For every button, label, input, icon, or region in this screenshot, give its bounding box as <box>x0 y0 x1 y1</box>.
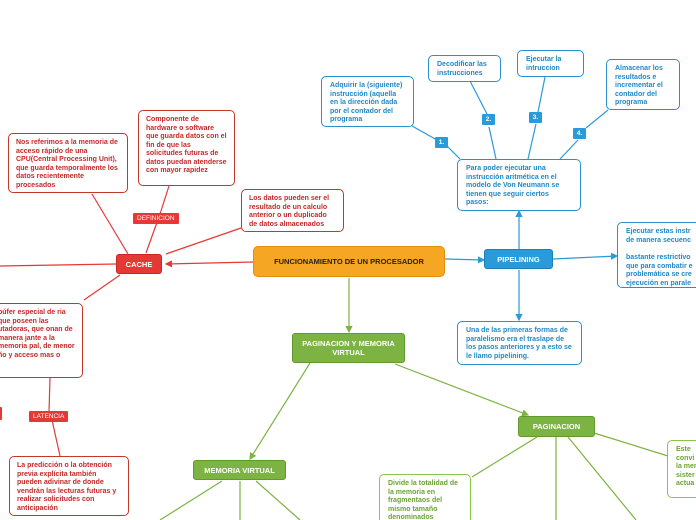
memoria-virtual-label: MEMORIA VIRTUAL <box>204 465 275 475</box>
cache-definition-3-text: Los datos pueden ser el resultado de un … <box>249 195 330 228</box>
cache-definition-2[interactable]: Componente de hardware o software que gu… <box>138 110 235 186</box>
cache-definition-1[interactable]: Nos referimos a la memoria de acceso ráp… <box>8 133 128 193</box>
pipelining-label: PIPELINING <box>497 254 540 264</box>
pipelining-side-note[interactable]: Ejecutar estas instr de manera secuenc b… <box>617 222 696 288</box>
step-2-text: Decodificar las instrucciones <box>437 61 487 77</box>
paginacion-side-note[interactable]: Este convi de la memo sister actua <box>667 440 696 498</box>
tag-definicion-text: DEFINICION <box>137 215 175 222</box>
cache-node[interactable]: CACHE <box>116 254 162 274</box>
cache-buffer-note-text: búfer especial de ria que poseen las uta… <box>0 309 75 359</box>
pipelining-parallel-note[interactable]: Una de las primeras formas de paralelism… <box>457 321 582 365</box>
step-1-number-text: 1. <box>438 139 445 146</box>
paginacion-node[interactable]: PAGINACION <box>518 416 595 437</box>
step-4-text: Almacenar los resultados e incrementar e… <box>615 65 663 106</box>
paginacion-divide-text: Divide la totalidad de la memoria en fra… <box>388 480 459 520</box>
step-3-box[interactable]: Ejecutar la intruccion <box>517 50 584 77</box>
pipelining-intro[interactable]: Para poder ejecutar una instrucción arit… <box>457 159 581 211</box>
step-1-number: 1. <box>435 137 448 148</box>
link-central-pipelining <box>444 256 486 264</box>
pipelining-intro-text: Para poder ejecutar una instrucción arit… <box>466 165 560 206</box>
pipelining-side-note-b: bastante restrictivo que para combatir e… <box>626 254 693 287</box>
central-topic[interactable]: FUNCIONAMIENTO DE UN PROCESADOR <box>253 246 445 277</box>
cache-definition-1-text: Nos referimos a la memoria de acceso ráp… <box>16 139 118 189</box>
tag-latencia: LATENCIA <box>29 411 69 422</box>
pipelining-parallel-text: Una de las primeras formas de paralelism… <box>466 327 572 360</box>
link-central-cache <box>164 260 254 268</box>
cache-label: CACHE <box>125 259 153 269</box>
paginacion-memoria-node[interactable]: PAGINACION Y MEMORIA VIRTUAL <box>292 333 405 363</box>
cache-latencia-note-text: La predicción o la obtención previa expl… <box>17 462 117 512</box>
step-3-number: 3. <box>529 112 542 123</box>
memoria-virtual-node[interactable]: MEMORIA VIRTUAL <box>193 460 286 480</box>
paginacion-label: PAGINACION <box>532 422 581 431</box>
paginacion-memoria-label: PAGINACION Y MEMORIA VIRTUAL <box>302 339 395 357</box>
step-4-box[interactable]: Almacenar los resultados e incrementar e… <box>606 59 680 110</box>
step-2-number: 2. <box>482 114 495 125</box>
tag-fragment <box>0 407 2 420</box>
cache-buffer-note[interactable]: búfer especial de ria que poseen las uta… <box>0 303 83 378</box>
paginacion-side-text: Este convi de la memo sister actua <box>676 446 696 487</box>
tag-definicion: DEFINICION <box>133 213 179 224</box>
pipelining-node[interactable]: PIPELINING <box>484 249 553 269</box>
step-3-number-text: 3. <box>532 114 539 121</box>
cache-definition-3[interactable]: Los datos pueden ser el resultado de un … <box>241 189 344 232</box>
central-topic-label: FUNCIONAMIENTO DE UN PROCESADOR <box>274 257 424 266</box>
step-3-text: Ejecutar la intruccion <box>526 56 562 72</box>
pipelining-side-note-a: Ejecutar estas instr de manera secuenc <box>626 228 691 244</box>
tag-latencia-text: LATENCIA <box>33 413 65 420</box>
paginacion-divide-note[interactable]: Divide la totalidad de la memoria en fra… <box>379 474 471 520</box>
step-4-number-text: 4. <box>576 130 583 137</box>
cache-latencia-note[interactable]: La predicción o la obtención previa expl… <box>9 456 129 516</box>
step-2-box[interactable]: Decodificar las instrucciones <box>428 55 501 82</box>
step-1-text: Adquirir la (siguiente) instrucción (aqu… <box>330 82 403 123</box>
step-2-number-text: 2. <box>485 116 492 123</box>
step-1-box[interactable]: Adquirir la (siguiente) instrucción (aqu… <box>321 76 414 127</box>
cache-definition-2-text: Componente de hardware o software que gu… <box>146 116 227 174</box>
step-4-number: 4. <box>573 128 586 139</box>
